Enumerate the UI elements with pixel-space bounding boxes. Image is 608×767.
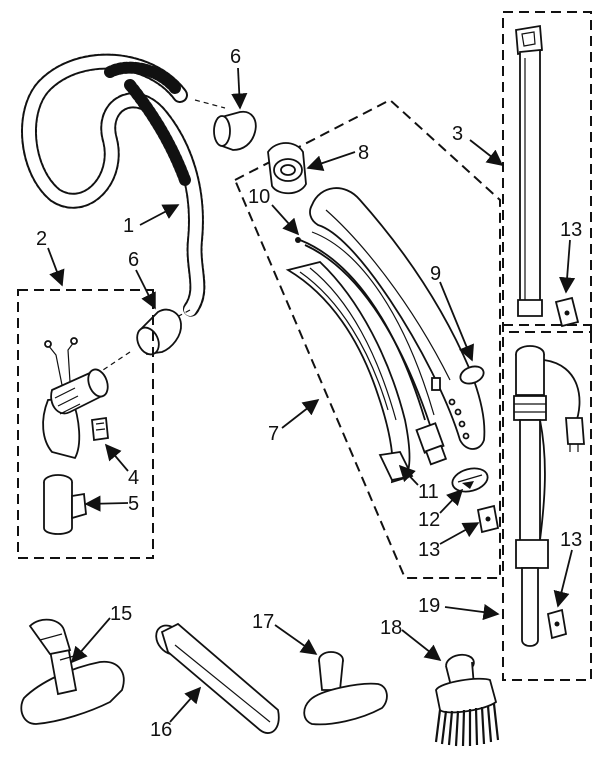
leader-arrows bbox=[47, 67, 576, 723]
callout-2: 2 bbox=[36, 228, 47, 250]
part-swivel-connector bbox=[42, 337, 109, 460]
group-box-3 bbox=[502, 11, 592, 333]
part-handle-lower bbox=[285, 261, 414, 484]
part-cylinder-5 bbox=[43, 474, 87, 535]
part-hose bbox=[21, 53, 226, 319]
part-crevice-tool bbox=[155, 622, 280, 734]
callout-6-upper: 6 bbox=[230, 46, 241, 68]
part-clip-upper bbox=[554, 296, 580, 328]
part-latch-small bbox=[91, 416, 109, 442]
group-box-19 bbox=[502, 324, 592, 681]
callout-15: 15 bbox=[110, 603, 132, 625]
callout-13-middle: 13 bbox=[418, 539, 440, 561]
part-handle-upper bbox=[309, 187, 486, 450]
group-outline-7 bbox=[233, 98, 501, 579]
part-switch-body bbox=[267, 142, 307, 195]
callout-17: 17 bbox=[252, 611, 274, 633]
callout-13-lower: 13 bbox=[560, 529, 582, 551]
part-dusting-brush bbox=[434, 653, 500, 747]
callout-10: 10 bbox=[248, 186, 270, 208]
callout-11: 11 bbox=[418, 481, 439, 503]
callout-5: 5 bbox=[128, 493, 139, 515]
callout-19: 19 bbox=[418, 595, 440, 617]
part-clip-lower bbox=[546, 608, 568, 640]
part-floor-tool bbox=[303, 651, 388, 726]
part-upholstery-tool bbox=[20, 618, 125, 725]
part-clip-middle bbox=[476, 504, 500, 534]
callout-18: 18 bbox=[380, 617, 402, 639]
callout-9: 9 bbox=[430, 263, 441, 285]
callout-6-lower: 6 bbox=[128, 249, 139, 271]
group-box-2 bbox=[17, 289, 154, 559]
part-slide-button bbox=[451, 467, 489, 493]
callout-13-upper: 13 bbox=[560, 219, 582, 241]
callout-16: 16 bbox=[150, 719, 172, 741]
callout-7: 7 bbox=[268, 423, 279, 445]
part-hose-cuff-upper bbox=[213, 110, 257, 151]
part-wiring-harness bbox=[295, 231, 448, 466]
part-wand-upper bbox=[515, 24, 543, 317]
part-wand-lower bbox=[513, 345, 585, 647]
part-hose-cuff-lower bbox=[99, 308, 182, 373]
callout-1: 1 bbox=[123, 215, 134, 237]
callout-labels: 1 2 3 4 5 6 6 7 8 9 10 11 12 13 13 13 15… bbox=[36, 46, 582, 741]
callout-3: 3 bbox=[452, 123, 463, 145]
callout-8: 8 bbox=[358, 142, 369, 164]
callout-12: 12 bbox=[418, 509, 440, 531]
callout-4: 4 bbox=[128, 467, 139, 489]
